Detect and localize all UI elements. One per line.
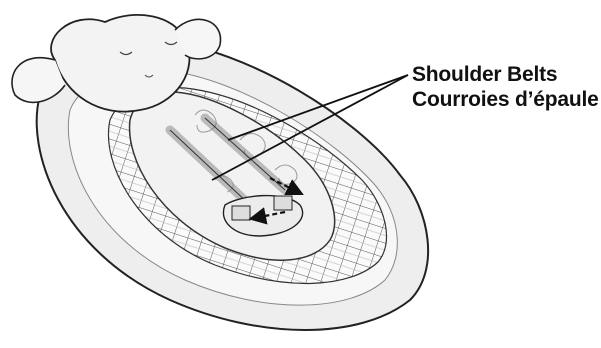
callout-label-english: Shoulder Belts <box>412 62 598 87</box>
callout-label-french: Courroies d’épaule <box>412 87 598 112</box>
shoulder-belts-callout: Shoulder Belts Courroies d’épaule <box>412 62 598 112</box>
